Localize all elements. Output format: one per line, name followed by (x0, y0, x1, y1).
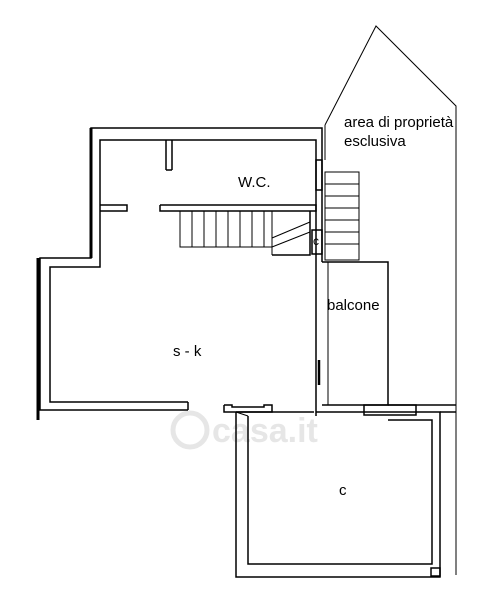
living-kitchen-label: s - k (173, 343, 202, 360)
cellar-label: c (339, 482, 347, 499)
closet-label: c (313, 234, 319, 248)
walls (36, 127, 456, 578)
wc-label: W.C. (238, 174, 271, 191)
internal-stairs (179, 210, 311, 255)
external-stairs (324, 171, 360, 261)
watermark-text: casa.it (212, 412, 318, 450)
exclusive-area-label-line1: area di proprietà (344, 114, 454, 131)
exclusive-area-outline (324, 25, 457, 575)
balcony-label: balcone (327, 297, 380, 314)
watermark: casa.it (170, 410, 318, 450)
exclusive-area-label-line2: esclusiva (344, 133, 406, 150)
